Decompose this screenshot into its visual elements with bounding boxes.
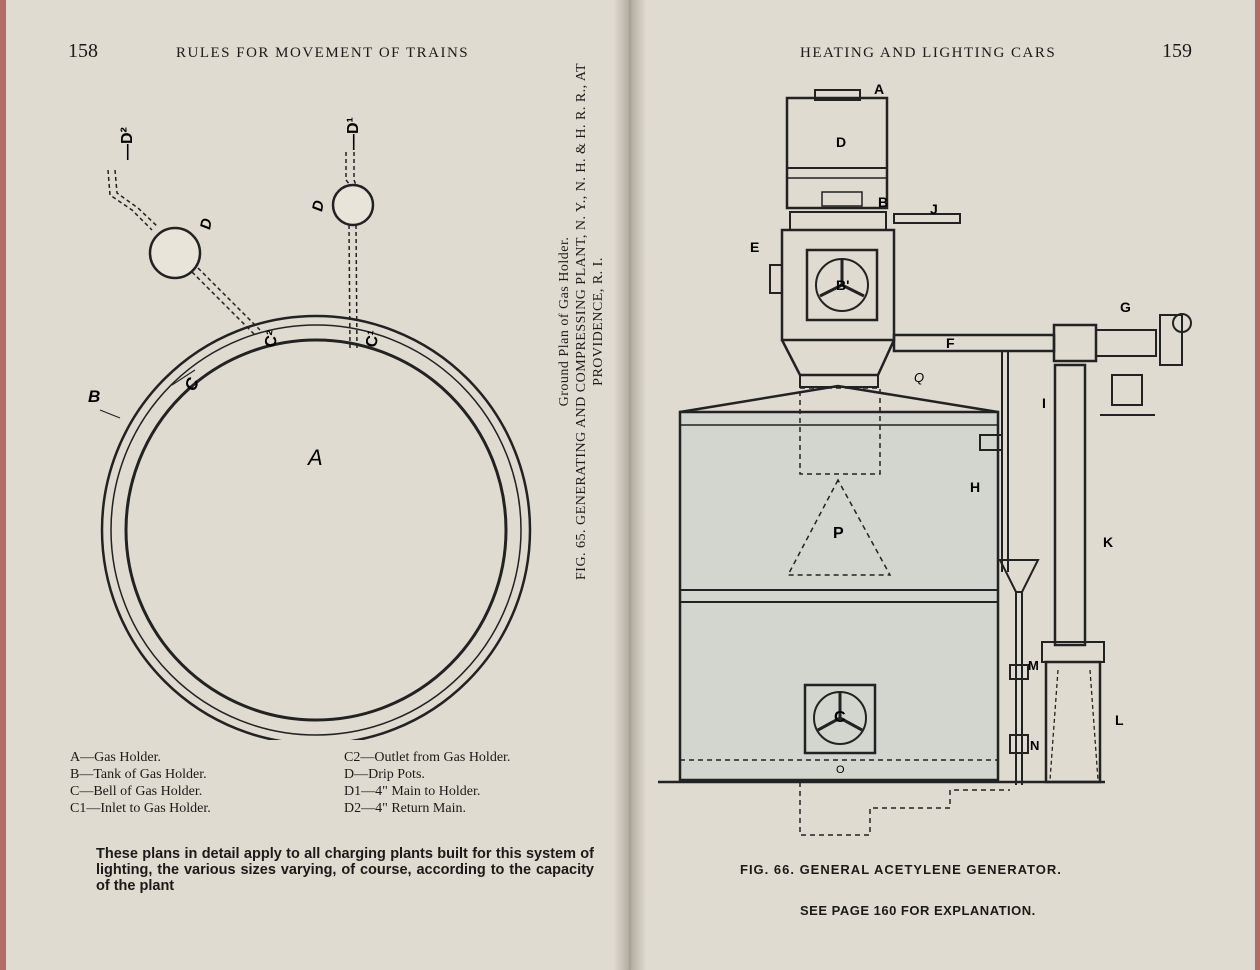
carbide-hopper: [785, 96, 889, 210]
label-j: J: [930, 201, 938, 217]
label-d1: —D¹: [345, 117, 362, 150]
legend-item: C—Bell of Gas Holder.: [70, 784, 203, 799]
figure-66-caption: FIG. 66. GENERAL ACETYLENE GENERATOR.: [740, 862, 1062, 877]
book-edge-right: [1255, 0, 1260, 970]
label-o: O: [836, 764, 845, 776]
plans-note: These plans in detail apply to all charg…: [96, 846, 594, 894]
label-a: A: [306, 445, 323, 470]
caption-line-1: Ground Plan of Gas Holder.: [557, 236, 572, 407]
bell-ring: [124, 338, 508, 722]
drip-pot-left: [148, 226, 202, 280]
label-l: L: [1115, 712, 1124, 728]
label-p: P: [833, 525, 844, 542]
caption-line-3: PROVIDENCE, R. I.: [591, 257, 606, 386]
legend-item: D1—4" Main to Holder.: [344, 784, 481, 799]
book-gutter: [614, 0, 646, 970]
label-c: C: [181, 375, 203, 394]
label-f: F: [946, 335, 955, 351]
label-c: C: [834, 709, 846, 726]
label-c1: C¹: [363, 329, 383, 349]
label-k: K: [1103, 534, 1113, 550]
page-number-right: 159: [1162, 40, 1192, 62]
running-head-right: HEATING AND LIGHTING CARS: [800, 45, 1057, 61]
figure-65-caption: Ground Plan of Gas Holder. FIG. 65. GENE…: [556, 63, 607, 580]
label-h: H: [970, 479, 980, 495]
vent-pipe: [1053, 363, 1087, 647]
label-e: E: [750, 239, 759, 255]
legend-item: B—Tank of Gas Holder.: [70, 767, 207, 782]
label-q: Q: [914, 370, 924, 385]
acetylene-generator-diagram: A D B B' E J F G Q I H K P M N L C O: [658, 81, 1192, 836]
label-b1: B': [836, 277, 849, 293]
see-page-note: SEE PAGE 160 FOR EXPLANATION.: [800, 903, 1036, 918]
page-number-left: 158: [68, 40, 98, 62]
tank-outer-ring: [100, 314, 532, 740]
label-i: I: [1042, 395, 1046, 411]
label-m: M: [1028, 658, 1039, 673]
label-d-left: D: [197, 217, 216, 231]
legend-item: D2—4" Return Main.: [344, 801, 466, 816]
book-edge-left: [0, 0, 6, 970]
label-g: G: [1120, 299, 1131, 315]
carbide-cone: [786, 478, 892, 576]
legend-item: C1—Inlet to Gas Holder.: [70, 801, 211, 816]
legend-right-column: C2—Outlet from Gas Holder. D—Drip Pots. …: [344, 749, 510, 817]
legend-item: C2—Outlet from Gas Holder.: [344, 750, 511, 765]
label-d-right: D: [309, 199, 328, 213]
legend-item: D—Drip Pots.: [344, 767, 425, 782]
drip-pot-right: [331, 183, 375, 227]
gas-holder-ground-plan: B C A D D C² C¹ —D² —D¹: [88, 117, 532, 740]
running-head-left: RULES FOR MOVEMENT OF TRAINS: [176, 45, 470, 61]
label-d2: —D²: [119, 127, 136, 160]
label-b: B: [878, 194, 888, 210]
tank-inner-ring: [110, 324, 522, 736]
label-d: D: [836, 134, 846, 150]
label-n: N: [1030, 738, 1039, 753]
legend-item: A—Gas Holder.: [70, 750, 161, 765]
label-b: B: [88, 387, 100, 406]
label-a: A: [874, 81, 884, 97]
label-c2: C²: [262, 329, 282, 349]
caption-line-2: FIG. 65. GENERATING AND COMPRESSING PLAN…: [574, 62, 589, 580]
legend-left-column: A—Gas Holder. B—Tank of Gas Holder. C—Be…: [70, 749, 211, 817]
